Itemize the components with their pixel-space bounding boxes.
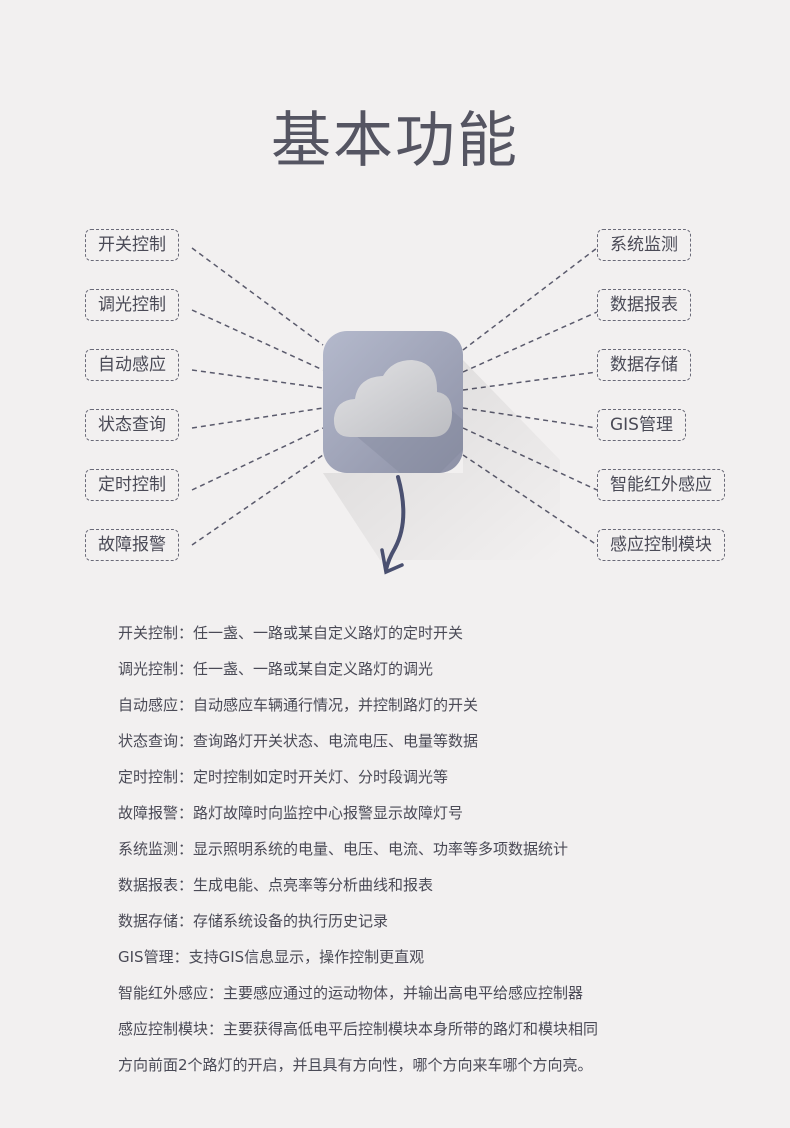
left-label-fault-alarm: 故障报警 [85,529,179,561]
description-line: 状态查询：查询路灯开关状态、电流电压、电量等数据 [118,732,479,750]
description-line: 数据存储：存储系统设备的执行历史记录 [118,912,389,930]
right-label-system-monitor: 系统监测 [597,229,691,261]
description-line: 数据报表：生成电能、点亮率等分析曲线和报表 [118,876,434,894]
description-line: 开关控制：任一盏、一路或某自定义路灯的定时开关 [118,624,464,642]
description-line: 故障报警：路灯故障时向监控中心报警显示故障灯号 [118,804,464,822]
right-label-gis: GIS管理 [597,409,686,441]
left-label-timer-control: 定时控制 [85,469,179,501]
description-line: 调光控制：任一盏、一路或某自定义路灯的调光 [118,660,434,678]
description-line: 方向前面2个路灯的开启，并且具有方向性，哪个方向来车哪个方向亮。 [118,1056,593,1074]
left-label-auto-sensing: 自动感应 [85,349,179,381]
description-line: 定时控制：定时控制如定时开关灯、分时段调光等 [118,768,449,786]
description-line: 自动感应：自动感应车辆通行情况，并控制路灯的开关 [118,696,479,714]
cloud-icon [323,331,463,473]
left-label-status-query: 状态查询 [85,409,179,441]
left-label-dimming-control: 调光控制 [85,289,179,321]
description-line: 感应控制模块：主要获得高低电平后控制模块本身所带的路灯和模块相同 [118,1020,599,1038]
page-title: 基本功能 [271,106,519,176]
description-line: 系统监测：显示照明系统的电量、电压、电流、功率等多项数据统计 [118,840,569,858]
right-label-sensor-module: 感应控制模块 [597,529,725,561]
right-label-data-storage: 数据存储 [597,349,691,381]
right-label-infrared: 智能红外感应 [597,469,725,501]
left-label-switch-control: 开关控制 [85,229,179,261]
connector-diagram [191,247,598,575]
right-label-data-report: 数据报表 [597,289,691,321]
arrow-icon [384,475,406,572]
description-line: 智能红外感应：主要感应通过的运动物体，并输出高电平给感应控制器 [118,984,584,1002]
description-line: GIS管理：支持GIS信息显示，操作控制更直观 [118,948,425,966]
